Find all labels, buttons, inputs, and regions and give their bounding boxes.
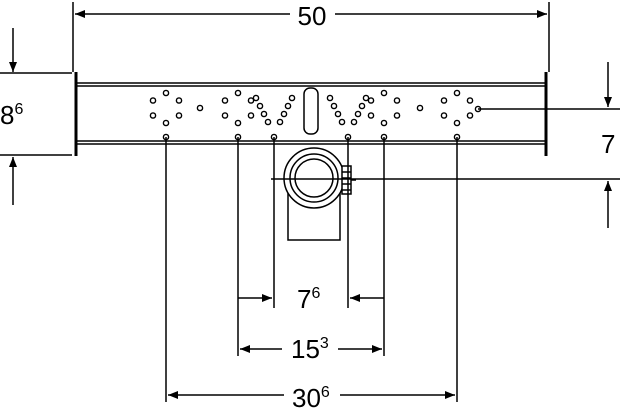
- mounting-hole: [221, 112, 229, 119]
- mounting-hole: [466, 112, 474, 119]
- mounting-hole: [453, 119, 461, 127]
- mounting-hole: [326, 94, 334, 102]
- inner-spacing-main: 7: [297, 284, 311, 314]
- mounting-hole: [466, 97, 474, 104]
- mounting-hole: [354, 110, 362, 118]
- drain-pipe-outer: [283, 147, 345, 209]
- mounting-hole: [162, 119, 170, 127]
- mounting-hole: [162, 89, 170, 97]
- mounting-hole: [288, 94, 296, 102]
- middle-spacing-main: 15: [291, 334, 320, 364]
- mounting-hole: [280, 110, 288, 118]
- mounting-hole: [264, 118, 272, 126]
- mounting-hole: [247, 97, 255, 104]
- mounting-hole: [149, 112, 157, 119]
- mounting-hole: [380, 119, 388, 127]
- mounting-hole: [196, 104, 204, 112]
- mounting-hole: [393, 112, 401, 119]
- outer-spacing-main: 30: [292, 383, 321, 413]
- mounting-hole: [175, 112, 183, 119]
- outer-spacing-label: 306: [292, 383, 330, 413]
- outer-spacing-sup: 6: [321, 384, 330, 401]
- mounting-hole: [234, 119, 242, 127]
- mounting-hole: [175, 97, 183, 104]
- mounting-hole: [367, 112, 375, 119]
- right-dimension: [478, 62, 620, 228]
- left-height-main: 8: [0, 100, 14, 130]
- drain-stem: [303, 87, 319, 135]
- mounting-hole: [334, 110, 342, 118]
- mounting-hole: [284, 102, 292, 110]
- mounting-hole: [453, 89, 461, 97]
- middle-spacing-label: 153: [291, 334, 329, 364]
- mounting-hole: [221, 97, 229, 104]
- mounting-hole: [260, 110, 268, 118]
- left-dimension: [0, 28, 72, 205]
- mounting-hole: [380, 89, 388, 97]
- frame-rails: [76, 82, 546, 145]
- mounting-hole: [149, 97, 157, 104]
- drain-outlet: [271, 87, 620, 241]
- spacing-extension-lines: [165, 137, 458, 402]
- right-offset-label: 7: [601, 129, 615, 159]
- left-height-sup: 6: [14, 101, 23, 118]
- mounting-hole: [440, 97, 448, 104]
- mounting-hole: [234, 89, 242, 97]
- mounting-hole: [393, 97, 401, 104]
- top-dimension: [72, 2, 550, 72]
- mounting-hole: [276, 118, 284, 126]
- mounting-hole: [247, 112, 255, 119]
- mounting-hole: [252, 94, 260, 102]
- drain-pipe-inner: [294, 158, 334, 198]
- mounting-hole: [330, 102, 338, 110]
- mounting-hole: [358, 102, 366, 110]
- mounting-hole: [256, 102, 264, 110]
- mounting-hole: [440, 112, 448, 119]
- middle-spacing-sup: 3: [320, 335, 329, 352]
- mounting-hole: [367, 97, 375, 104]
- mounting-hole: [416, 104, 424, 112]
- mounting-hole: [338, 118, 346, 126]
- mounting-hole: [362, 94, 370, 102]
- drain-pipe-middle: [289, 153, 339, 203]
- mounting-holes: [149, 89, 482, 141]
- inner-spacing-sup: 6: [311, 285, 320, 302]
- left-height-label: 86: [0, 100, 23, 130]
- top-width-label: 50: [298, 1, 327, 31]
- inner-spacing-label: 76: [297, 284, 320, 314]
- mounting-hole: [350, 118, 358, 126]
